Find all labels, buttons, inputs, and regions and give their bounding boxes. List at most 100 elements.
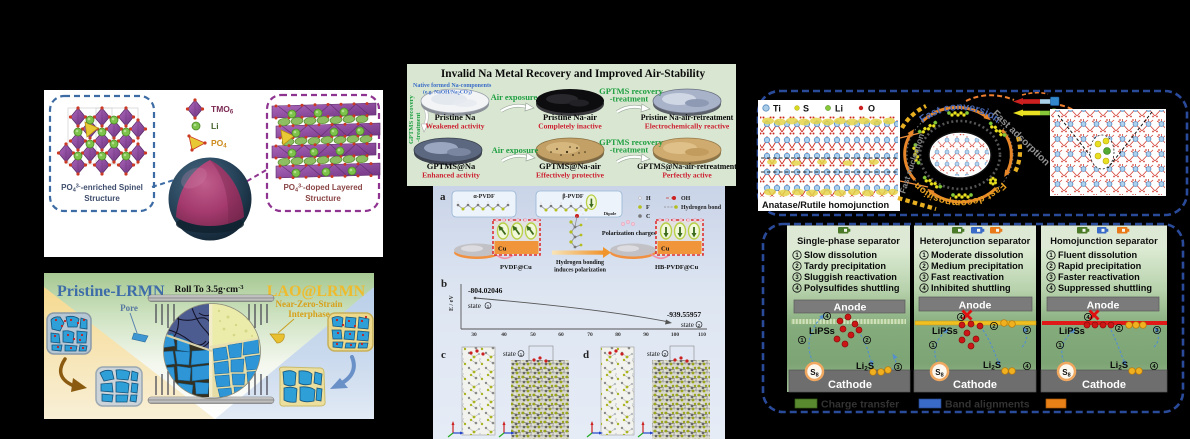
- svg-text:Polysulfides shuttling: Polysulfides shuttling: [804, 283, 899, 293]
- svg-text:Pristine-LRMN: Pristine-LRMN: [57, 283, 165, 300]
- svg-text:4: 4: [1049, 286, 1053, 292]
- svg-text:PO43--enriched Spinel: PO43--enriched Spinel: [61, 183, 143, 194]
- svg-text:Rapid precipitation: Rapid precipitation: [1058, 261, 1142, 271]
- svg-text:2: 2: [865, 338, 868, 344]
- svg-text:60: 60: [558, 332, 564, 338]
- svg-text:3: 3: [795, 275, 799, 281]
- svg-text:1: 1: [800, 338, 804, 344]
- svg-text:LiPSs: LiPSs: [809, 326, 835, 336]
- svg-text:S8: S8: [1062, 368, 1070, 379]
- svg-text:Perfectly active: Perfectly active: [662, 171, 712, 180]
- svg-text:S8: S8: [810, 368, 818, 379]
- svg-text:4: 4: [959, 315, 963, 321]
- svg-text:state: state: [647, 350, 660, 358]
- svg-text:Heterojunction separator: Heterojunction separator: [920, 236, 1031, 246]
- svg-text:Single-phase separator: Single-phase separator: [797, 236, 900, 246]
- svg-text:F: F: [646, 205, 650, 211]
- svg-text:Pristine Na-air: Pristine Na-air: [543, 112, 597, 122]
- svg-text:100: 100: [671, 332, 680, 338]
- svg-text:2: 2: [1117, 326, 1120, 332]
- svg-text:Structure: Structure: [84, 194, 120, 203]
- svg-text:Inhibited shuttling: Inhibited shuttling: [931, 283, 1011, 293]
- svg-text:Interphase: Interphase: [288, 309, 330, 319]
- svg-text:Hydrogen bond: Hydrogen bond: [681, 205, 722, 211]
- svg-text:α-PVDF: α-PVDF: [473, 194, 495, 200]
- svg-text:4: 4: [825, 314, 829, 320]
- svg-text:1: 1: [487, 304, 490, 310]
- svg-text:GPTMS recovery: GPTMS recovery: [599, 86, 664, 96]
- svg-text:Cu: Cu: [661, 246, 670, 253]
- svg-text:Polarization charges: Polarization charges: [602, 230, 657, 237]
- svg-text:c: c: [441, 349, 446, 361]
- svg-text:Pristine Na: Pristine Na: [435, 112, 477, 122]
- svg-text:Moderate dissolution: Moderate dissolution: [931, 250, 1024, 260]
- svg-text:4: 4: [795, 286, 799, 292]
- svg-text:Near-Zero-Strain: Near-Zero-Strain: [276, 299, 343, 309]
- svg-text:Roll To 3.5g·cm-3: Roll To 3.5g·cm-3: [174, 284, 244, 295]
- svg-text:Electrochemically reactive: Electrochemically reactive: [645, 122, 730, 131]
- svg-text:a: a: [440, 191, 446, 203]
- svg-text:3: 3: [1025, 328, 1029, 334]
- svg-text:PO43--doped Layered: PO43--doped Layered: [283, 183, 362, 194]
- svg-text:induces polarization: induces polarization: [554, 268, 607, 274]
- svg-text:2: 2: [795, 264, 799, 270]
- svg-text:(e.g. NaOH/Na2CO3): (e.g. NaOH/Na2CO3): [423, 89, 472, 96]
- svg-text:Enhanced activity: Enhanced activity: [422, 171, 480, 180]
- svg-text:2: 2: [698, 323, 701, 329]
- svg-text:OH: OH: [681, 196, 691, 202]
- svg-text:GPTMS recovery: GPTMS recovery: [599, 137, 664, 147]
- svg-text:E / eV: E / eV: [449, 295, 455, 311]
- svg-text:Li: Li: [835, 104, 843, 114]
- svg-text:4: 4: [1025, 364, 1029, 370]
- svg-text:3: 3: [922, 275, 926, 281]
- svg-text:Cathode: Cathode: [953, 379, 997, 391]
- svg-text:Ti: Ti: [773, 104, 781, 114]
- svg-text:Pore: Pore: [120, 303, 138, 313]
- svg-text:Structure: Structure: [305, 194, 341, 203]
- svg-text:2: 2: [664, 352, 667, 358]
- svg-text:1: 1: [922, 253, 926, 259]
- svg-text:3: 3: [1049, 275, 1053, 281]
- svg-text:LAO@LRMN: LAO@LRMN: [267, 283, 366, 300]
- svg-text:Anode: Anode: [834, 302, 867, 314]
- svg-text:β-PVDF: β-PVDF: [562, 194, 583, 200]
- svg-text:2: 2: [992, 324, 995, 330]
- svg-text:b: b: [441, 278, 447, 290]
- svg-text:PVDF@Cu: PVDF@Cu: [500, 264, 532, 271]
- svg-text:Tardy precipitation: Tardy precipitation: [804, 261, 886, 271]
- svg-text:Cu: Cu: [498, 246, 507, 253]
- svg-text:-treatment: -treatment: [415, 112, 422, 142]
- svg-text:Effectively protective: Effectively protective: [536, 171, 605, 180]
- svg-text:Anode: Anode: [1087, 300, 1120, 312]
- svg-text:Faster reactivation: Faster reactivation: [1058, 272, 1140, 282]
- svg-text:Dipole: Dipole: [604, 211, 617, 216]
- svg-text:Li2S: Li2S: [856, 361, 874, 373]
- svg-text:Li: Li: [211, 121, 219, 131]
- svg-text:Pristine Na-air-retreatment: Pristine Na-air-retreatment: [641, 113, 734, 122]
- svg-text:2: 2: [922, 264, 926, 270]
- svg-text:GPTMS@Na: GPTMS@Na: [427, 161, 476, 171]
- svg-text:state: state: [681, 321, 694, 329]
- svg-text:PO4: PO4: [211, 138, 227, 150]
- svg-text:Hydrogen bonding: Hydrogen bonding: [556, 260, 604, 266]
- svg-text:-treatment: -treatment: [610, 145, 649, 155]
- svg-text:H: H: [646, 196, 651, 202]
- svg-text:40: 40: [501, 332, 507, 338]
- svg-text:-939.55957: -939.55957: [667, 310, 702, 319]
- svg-text:50: 50: [530, 332, 536, 338]
- svg-text:Anatase/Rutile homojunction: Anatase/Rutile homojunction: [762, 200, 889, 210]
- svg-text:LiPSs: LiPSs: [1059, 326, 1085, 336]
- svg-text:S: S: [803, 104, 809, 114]
- svg-text:3: 3: [896, 365, 900, 371]
- svg-text:Sluggish reactivation: Sluggish reactivation: [804, 272, 897, 282]
- svg-text:1: 1: [795, 253, 799, 259]
- svg-text:GPTMS@Na-air: GPTMS@Na-air: [539, 161, 601, 171]
- svg-text:4: 4: [1086, 315, 1090, 321]
- svg-text:Homojunction separator: Homojunction separator: [1050, 236, 1158, 246]
- svg-text:Fast reactivation: Fast reactivation: [931, 272, 1004, 282]
- svg-text:Anode: Anode: [959, 300, 992, 312]
- svg-text:TMO6: TMO6: [211, 104, 234, 116]
- svg-text:Slow dissolution: Slow dissolution: [804, 250, 877, 260]
- svg-text:Band alignments: Band alignments: [945, 399, 1030, 411]
- svg-text:1: 1: [1058, 343, 1062, 349]
